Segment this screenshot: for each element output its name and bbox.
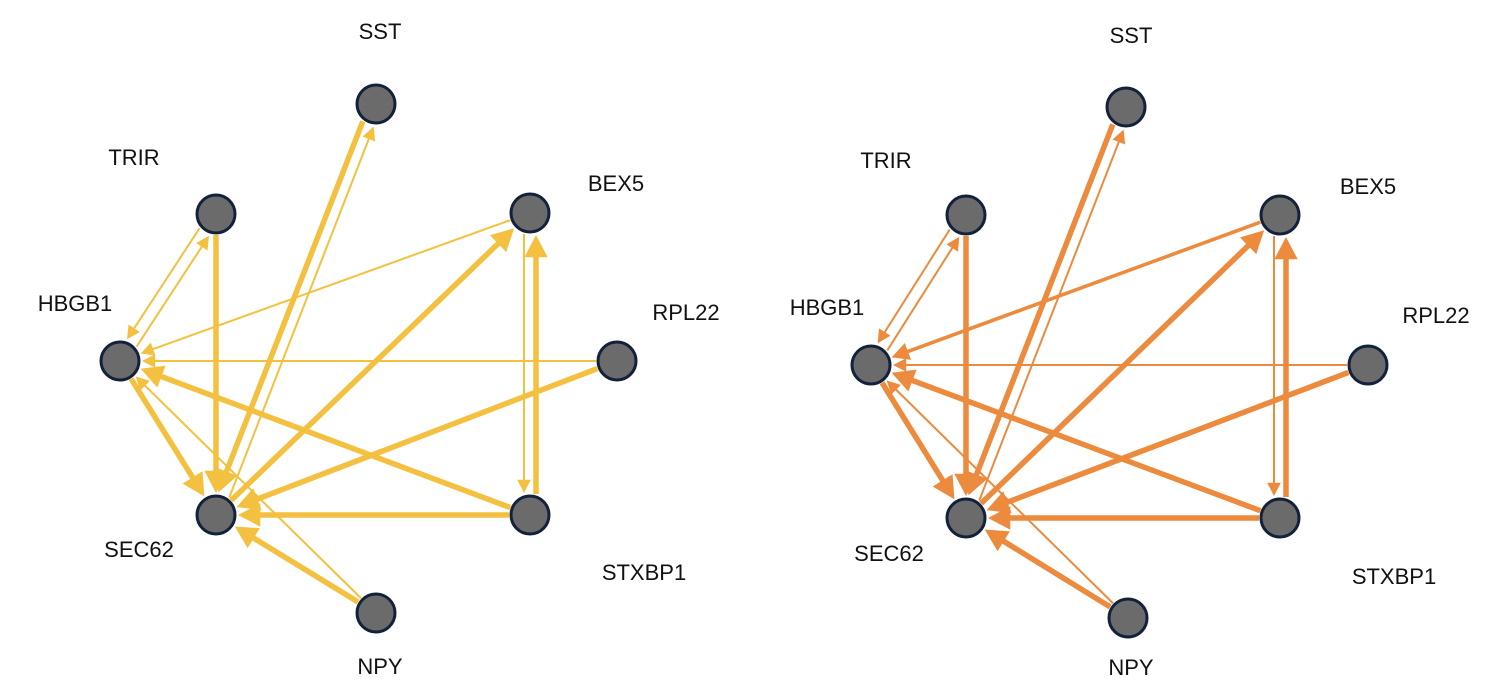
node-sst[interactable] (1105, 86, 1147, 128)
node-rpl22[interactable] (596, 340, 638, 382)
node-stxbp1[interactable] (509, 494, 551, 536)
arrowhead-bex5-to-stxbp1 (517, 479, 531, 493)
node-trir[interactable] (195, 193, 237, 235)
arrowhead-npy-to-sec62 (234, 526, 260, 549)
edge-hbgb1-to-sec62 (879, 381, 946, 483)
edge-stxbp1-to-hbgb1 (910, 377, 1262, 514)
node-label-rpl22: RPL22 (1402, 303, 1469, 328)
edge-npy-to-hbgb1 (143, 384, 362, 599)
arrowhead-sec62-to-bex5 (489, 228, 515, 253)
arrowhead-stxbp1-to-sec62 (238, 503, 261, 527)
network-left-edges (127, 120, 599, 605)
node-label-trir: TRIR (108, 145, 159, 170)
arrowhead-sec62-to-bex5 (1239, 230, 1265, 255)
arrowhead-sec62-to-sst (362, 126, 376, 142)
node-sec62[interactable] (195, 494, 237, 536)
arrowhead-bex5-to-hbgb1 (891, 342, 912, 360)
edge-sec62-to-sst (228, 137, 371, 498)
edge-sec62-to-sst (978, 140, 1121, 501)
edge-npy-to-sec62 (1001, 538, 1112, 610)
arrowhead-rpl22-to-hbgb1 (142, 354, 156, 368)
edge-trir-to-hbgb1 (132, 227, 201, 330)
arrowhead-hbgb1-to-trir (946, 236, 960, 252)
arrowhead-stxbp1-to-hbgb1 (891, 369, 917, 392)
arrowhead-npy-to-sec62 (984, 529, 1010, 552)
node-label-bex5: BEX5 (1340, 174, 1396, 199)
arrowhead-trir-to-hbgb1 (877, 328, 891, 344)
edge-bex5-to-hbgb1 (151, 219, 511, 351)
node-sec62[interactable] (945, 497, 987, 539)
arrowhead-stxbp1-to-bex5 (1274, 237, 1298, 260)
node-rpl22[interactable] (1347, 344, 1389, 386)
edge-npy-to-sec62 (251, 535, 360, 605)
edge-sec62-to-bex5 (229, 241, 501, 503)
node-label-sst: SST (359, 19, 402, 44)
edge-sst-to-sec62 (223, 120, 366, 474)
node-label-hbgb1: HBGB1 (790, 295, 865, 320)
edge-npy-to-hbgb1 (894, 388, 1114, 604)
arrowhead-trir-to-sec62 (204, 470, 228, 493)
edge-stxbp1-to-hbgb1 (159, 373, 512, 511)
arrowhead-trir-to-hbgb1 (127, 324, 140, 340)
arrowhead-stxbp1-to-bex5 (524, 235, 548, 258)
arrowhead-npy-to-hbgb1 (886, 380, 901, 395)
node-label-hbgb1: HBGB1 (38, 291, 113, 316)
node-label-sec62: SEC62 (854, 541, 924, 566)
node-label-npy: NPY (357, 654, 403, 679)
node-label-rpl22: RPL22 (652, 300, 719, 325)
arrowhead-sec62-to-sst (1112, 129, 1126, 145)
arrowhead-rpl22-to-sec62 (236, 488, 262, 511)
arrowhead-bex5-to-stxbp1 (1267, 482, 1281, 496)
node-hbgb1[interactable] (99, 340, 141, 382)
node-hbgb1[interactable] (850, 344, 892, 386)
node-label-stxbp1: STXBP1 (1352, 564, 1436, 589)
node-label-stxbp1: STXBP1 (602, 560, 686, 585)
node-sst[interactable] (355, 83, 397, 125)
node-bex5[interactable] (1259, 194, 1301, 236)
node-label-sec62: SEC62 (104, 537, 174, 562)
edge-hbgb1-to-trir (886, 246, 954, 352)
edge-hbgb1-to-trir (135, 245, 204, 348)
node-label-sst: SST (1110, 23, 1153, 48)
arrowhead-stxbp1-to-sec62 (988, 506, 1011, 530)
arrowhead-hbgb1-to-sec62 (932, 474, 955, 500)
edge-rpl22-to-sec62 (1005, 369, 1350, 506)
network-right-edges (877, 123, 1350, 610)
arrowhead-bex5-to-hbgb1 (140, 342, 156, 356)
node-npy[interactable] (355, 592, 397, 634)
edge-hbgb1-to-sec62 (128, 377, 196, 480)
edge-trir-to-hbgb1 (883, 228, 951, 334)
edge-bex5-to-hbgb1 (906, 220, 1261, 354)
node-label-trir: TRIR (860, 148, 911, 173)
node-npy[interactable] (1107, 597, 1149, 639)
edge-rpl22-to-sec62 (255, 365, 599, 503)
node-trir[interactable] (945, 194, 987, 236)
arrowhead-trir-to-sec62 (954, 473, 978, 496)
node-bex5[interactable] (509, 192, 551, 234)
node-label-npy: NPY (1108, 655, 1154, 680)
node-label-bex5: BEX5 (588, 171, 644, 196)
edge-sec62-to-bex5 (979, 243, 1251, 506)
arrowhead-rpl22-to-hbgb1 (893, 358, 907, 372)
node-stxbp1[interactable] (1259, 497, 1301, 539)
arrowhead-hbgb1-to-trir (196, 235, 209, 251)
arrowhead-hbgb1-to-sec62 (182, 471, 205, 497)
arrowhead-stxbp1-to-hbgb1 (140, 365, 166, 388)
arrowhead-npy-to-hbgb1 (135, 376, 150, 391)
